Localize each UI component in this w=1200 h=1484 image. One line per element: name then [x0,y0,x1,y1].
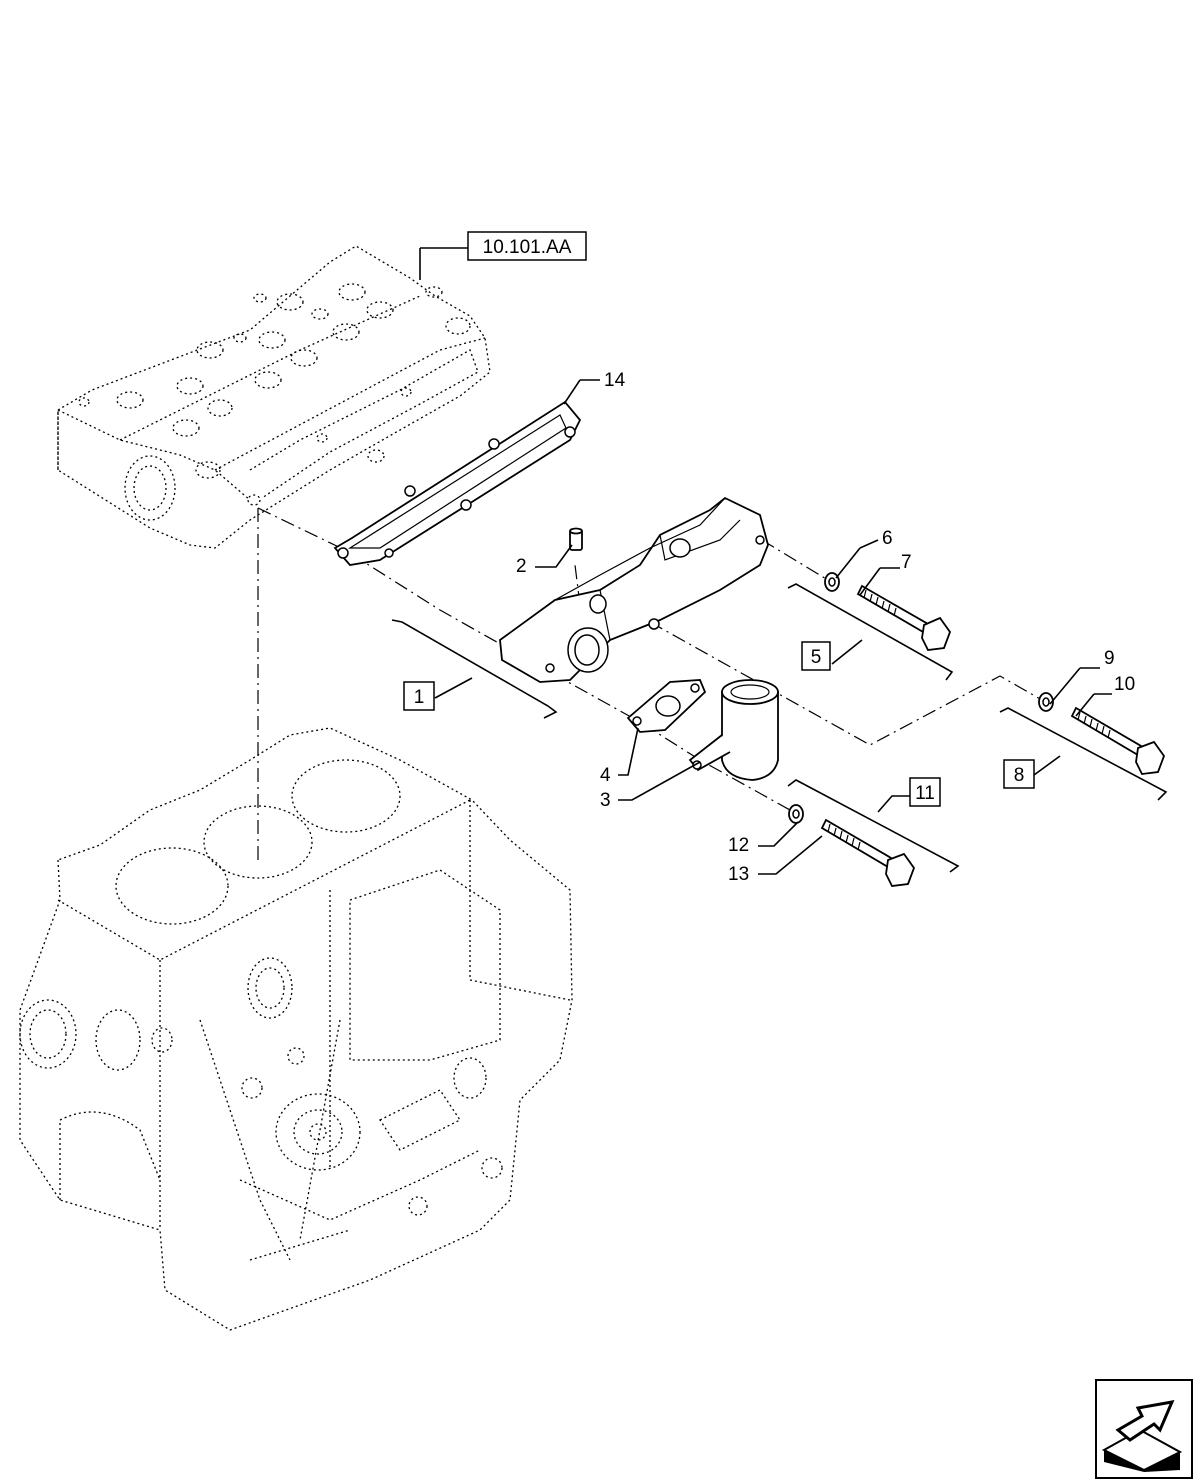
callout-12[interactable]: 12 [728,835,749,856]
callout-1[interactable]: 1 [403,681,435,711]
callout-7-label: 7 [901,552,912,573]
callout-4-label: 4 [600,765,611,786]
callout-11[interactable]: 11 [909,777,941,807]
callout-9[interactable]: 9 [1104,648,1115,669]
callout-1-label: 1 [414,687,425,708]
washer-part-9 [1038,692,1054,712]
leader-lines [419,247,1112,875]
bolt-part-10 [1070,706,1166,775]
callout-10-label: 10 [1114,674,1135,695]
washer-part-12 [788,804,804,824]
group-brackets [391,583,1168,873]
callout-11-label: 11 [915,783,935,804]
callout-5[interactable]: 5 [801,641,831,671]
callout-14-label: 14 [604,370,626,391]
callout-2[interactable]: 2 [516,556,527,577]
callout-10[interactable]: 10 [1114,674,1135,695]
callout-13[interactable]: 13 [728,864,749,885]
gasket-part [333,400,582,566]
callout-3-label: 3 [600,790,611,811]
dowel-pin-part [569,527,583,551]
reference-callout[interactable]: 10.101.AA [467,231,587,261]
callout-8-label: 8 [1014,765,1025,786]
callout-12-label: 12 [728,835,749,856]
callout-6-label: 6 [882,528,893,549]
callout-3[interactable]: 3 [600,790,611,811]
reference-label: 10.101.AA [483,237,572,258]
callout-4[interactable]: 4 [600,765,611,786]
cylinder-head-outline [57,245,491,549]
callout-13-label: 13 [728,864,749,885]
callout-7[interactable]: 7 [901,552,912,573]
manifold-part [499,496,769,683]
engine-block-outline [19,727,573,1331]
callout-14[interactable]: 14 [604,370,626,391]
callout-5-label: 5 [811,647,822,668]
next-page-arrow-icon[interactable] [1095,1379,1193,1479]
callout-9-label: 9 [1104,648,1115,669]
callout-8[interactable]: 8 [1003,759,1035,789]
bolt-part-7 [856,584,952,651]
flange-gasket-part [626,679,707,733]
callout-2-label: 2 [516,556,527,577]
bolt-part-13 [820,818,916,887]
elbow-pipe-part [688,679,779,781]
callout-6[interactable]: 6 [882,528,893,549]
